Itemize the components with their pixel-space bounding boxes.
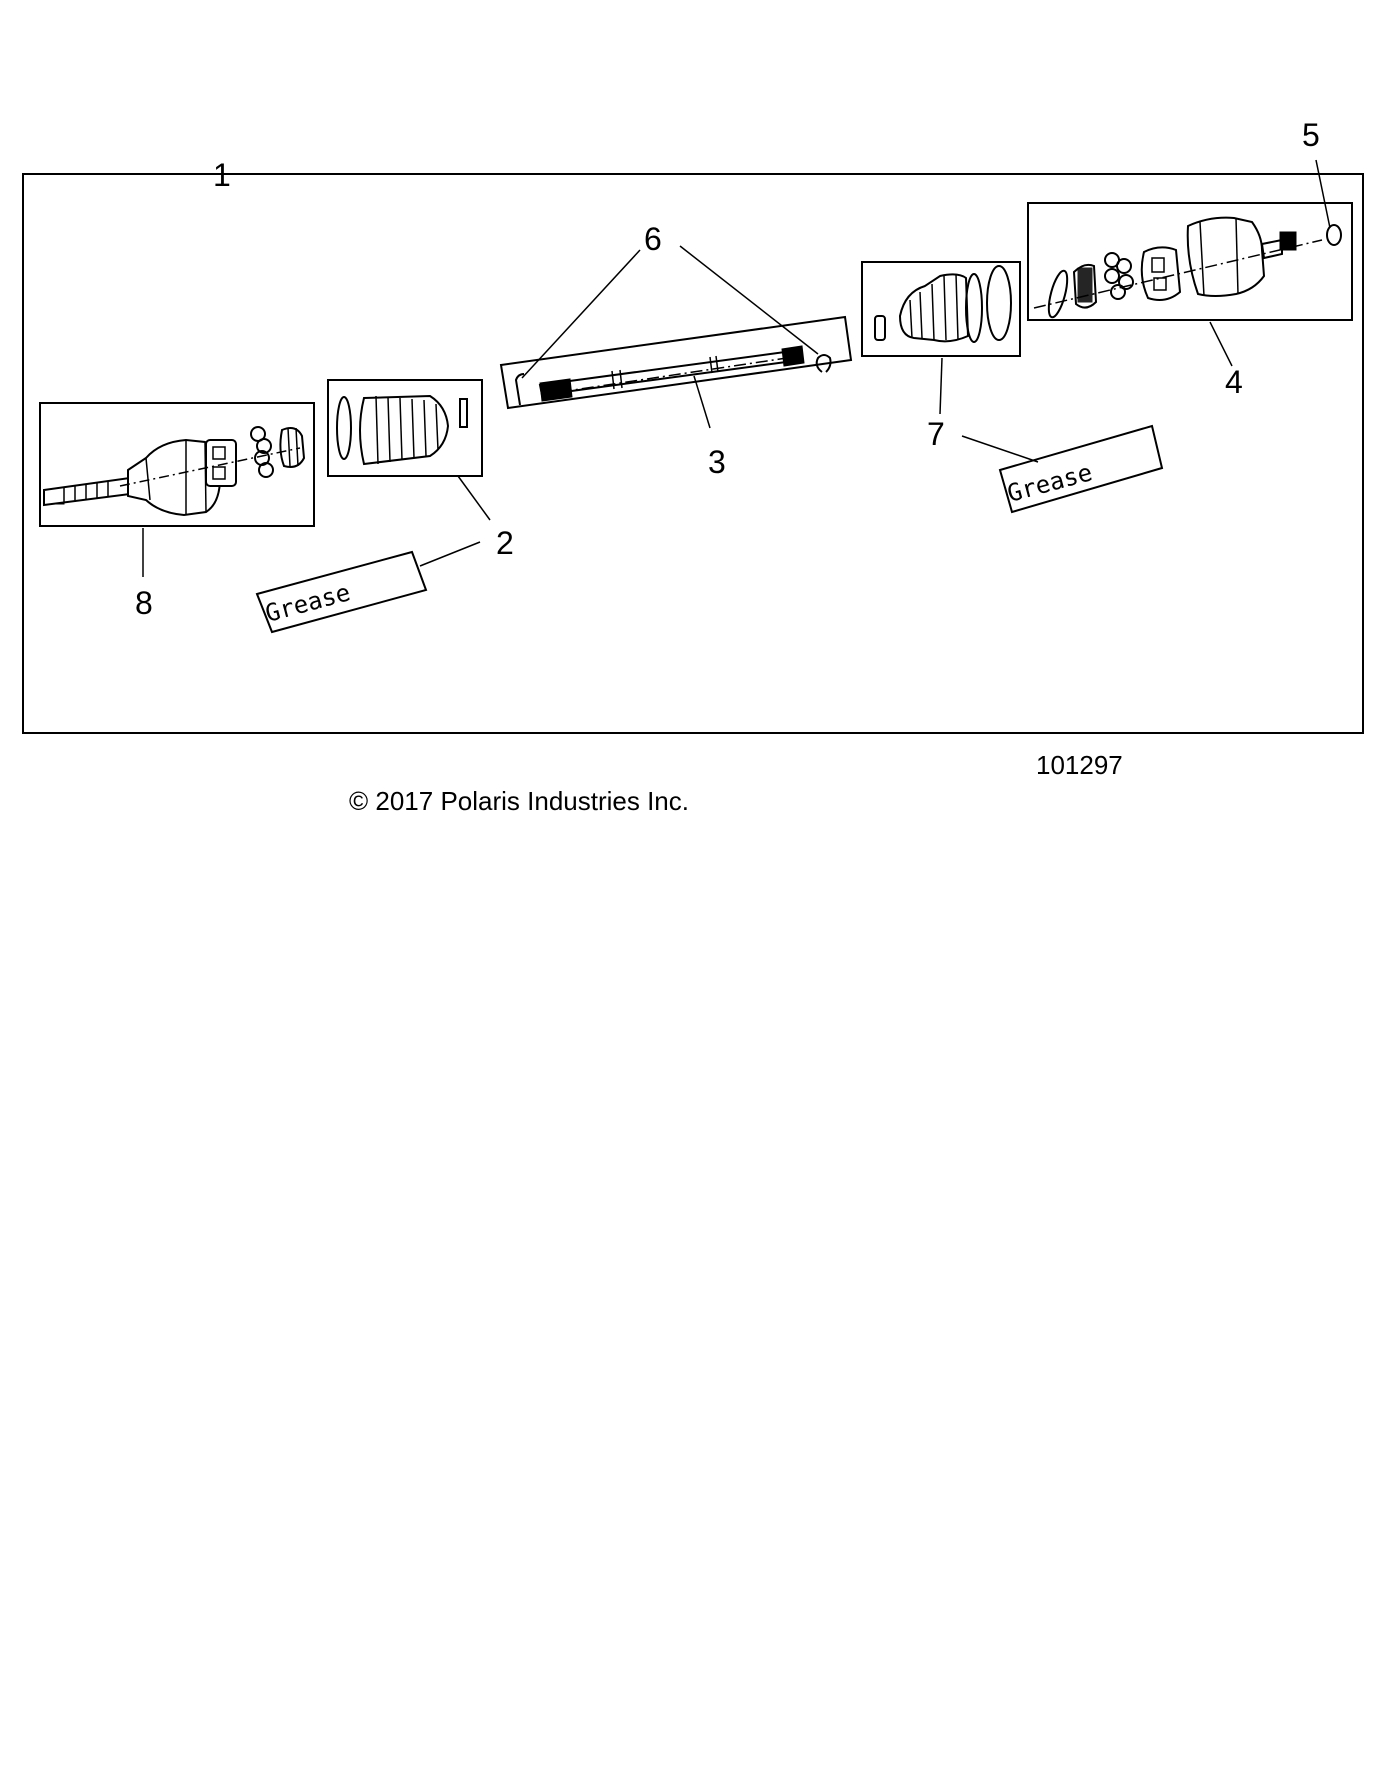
callout-8: 8 bbox=[135, 585, 153, 621]
cv-joint-outer-8 bbox=[39, 402, 315, 577]
box-7 bbox=[861, 261, 1021, 357]
snap-ring-6-right bbox=[815, 354, 832, 373]
leader-2 bbox=[457, 475, 491, 521]
ball bbox=[1110, 284, 1126, 300]
callout-2: 2 bbox=[496, 525, 514, 561]
grease-pack-left: Grease bbox=[255, 541, 481, 634]
axle-shaft-3 bbox=[499, 245, 853, 429]
boot-clamp-large bbox=[336, 396, 352, 460]
spline-left bbox=[539, 378, 573, 402]
snap-ring-6-left bbox=[514, 373, 525, 406]
ball bbox=[1104, 268, 1120, 284]
box-2 bbox=[327, 379, 483, 477]
box-8 bbox=[39, 402, 315, 527]
box-3 bbox=[499, 315, 853, 410]
callout-1: 1 bbox=[213, 157, 231, 193]
ball bbox=[256, 438, 272, 454]
callout-3: 3 bbox=[708, 444, 726, 480]
boot-bellows bbox=[359, 394, 450, 466]
outer-housing-4 bbox=[1186, 216, 1266, 297]
leader-6a bbox=[521, 249, 641, 379]
boot-kit-2 bbox=[327, 379, 491, 521]
boot-clamp-ring-7 bbox=[986, 265, 1012, 341]
assembly-frame bbox=[22, 173, 1364, 734]
spline-right bbox=[781, 345, 805, 367]
ball bbox=[1118, 274, 1134, 290]
grease-pack-right: Grease bbox=[961, 424, 1164, 514]
callout-4: 4 bbox=[1225, 364, 1243, 400]
callout-6: 6 bbox=[644, 221, 662, 257]
boot-clamp-large-7 bbox=[965, 273, 983, 343]
grease-tag-right bbox=[998, 424, 1164, 514]
callout-5: 5 bbox=[1302, 117, 1320, 153]
snap-ring-5 bbox=[1326, 224, 1342, 246]
boot-clamp-small bbox=[459, 398, 468, 428]
copyright-notice: © 2017 Polaris Industries Inc. bbox=[349, 786, 689, 816]
boot-kit-7 bbox=[861, 261, 1021, 415]
leader-6b bbox=[679, 245, 819, 355]
cage-4 bbox=[1140, 246, 1182, 301]
stub-spline-4 bbox=[1279, 231, 1297, 251]
inner-race-8 bbox=[279, 427, 306, 468]
grease-tag-left bbox=[255, 550, 428, 634]
boot-clamp-small-7 bbox=[874, 315, 886, 341]
box-4 bbox=[1027, 202, 1353, 321]
grease-label-left: Grease bbox=[262, 578, 353, 627]
callout-7: 7 bbox=[927, 416, 945, 452]
cv-joint-inner-4 bbox=[1027, 202, 1353, 367]
leader-3 bbox=[693, 375, 711, 429]
ball bbox=[1116, 258, 1132, 274]
figure-number: 101297 bbox=[1036, 750, 1123, 780]
circlip-4 bbox=[1047, 269, 1069, 319]
ball bbox=[258, 462, 274, 478]
leader-4 bbox=[1209, 321, 1233, 367]
leader-7 bbox=[939, 357, 943, 415]
leader-5 bbox=[1315, 159, 1331, 229]
